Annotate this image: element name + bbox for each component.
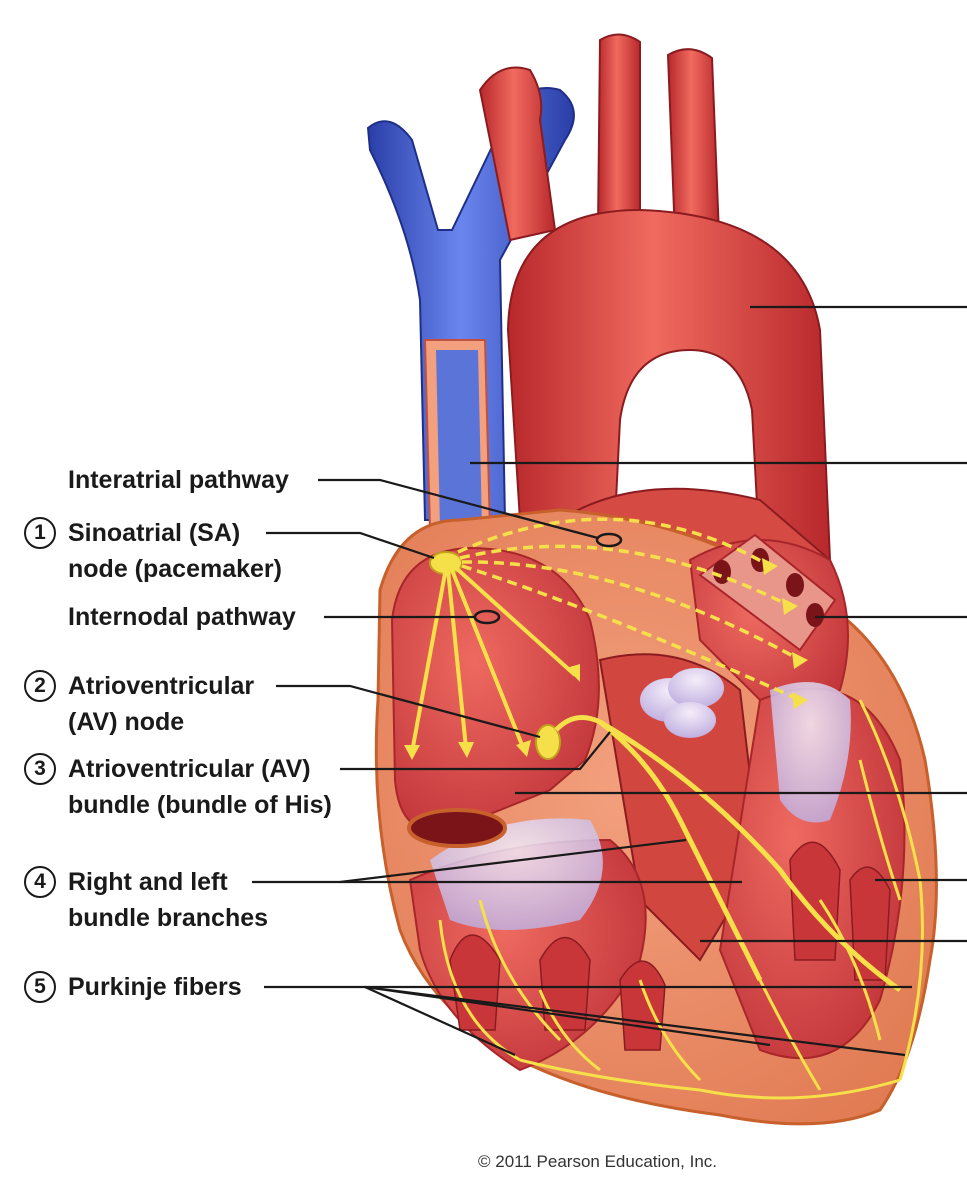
step-number-3: 3: [24, 753, 56, 785]
heart: [374, 508, 938, 1126]
label-bundle-branches-line2: bundle branches: [68, 904, 269, 932]
label-internodal-pathway: Internodal pathway: [68, 603, 296, 631]
conduction-system: [404, 517, 924, 1100]
label-purkinje-fibers: Purkinje fibers: [68, 973, 242, 1001]
step-number-4: 4: [24, 866, 56, 898]
mitral-valve: [770, 682, 851, 823]
internodal-pathway-arrows: [410, 566, 577, 753]
av-node: [535, 724, 561, 760]
step-number-2: 2: [24, 670, 56, 702]
interatrial-pathway-dashed: [457, 517, 801, 702]
step-number-5: 5: [24, 971, 56, 1003]
aortic-arch: [506, 208, 832, 561]
label-bundle-branches-line1: Right and left: [68, 868, 228, 896]
label-av-bundle-line2: bundle (bundle of His): [68, 791, 332, 819]
left-carotid-artery: [596, 33, 641, 231]
leader-lines: [252, 305, 967, 1057]
label-av-node-line1: Atrioventricular: [68, 672, 255, 700]
pulmonary-veins-window: [698, 533, 837, 652]
copyright-credit: © 2011 Pearson Education, Inc.: [478, 1152, 718, 1171]
pulmonary-valve: [640, 668, 724, 738]
bundle-branches: [554, 715, 902, 993]
coronary-sinus-opening: [407, 808, 507, 848]
label-sa-node-line2: node (pacemaker): [68, 555, 282, 583]
label-sa-node-line1: Sinoatrial (SA): [68, 519, 241, 547]
label-av-bundle-line1: Atrioventricular (AV): [68, 755, 311, 783]
label-av-node-line2: (AV) node: [68, 708, 185, 736]
label-interatrial-pathway: Interatrial pathway: [68, 466, 289, 494]
step-number-1: 1: [24, 517, 56, 549]
brachiocephalic-artery: [478, 66, 557, 242]
